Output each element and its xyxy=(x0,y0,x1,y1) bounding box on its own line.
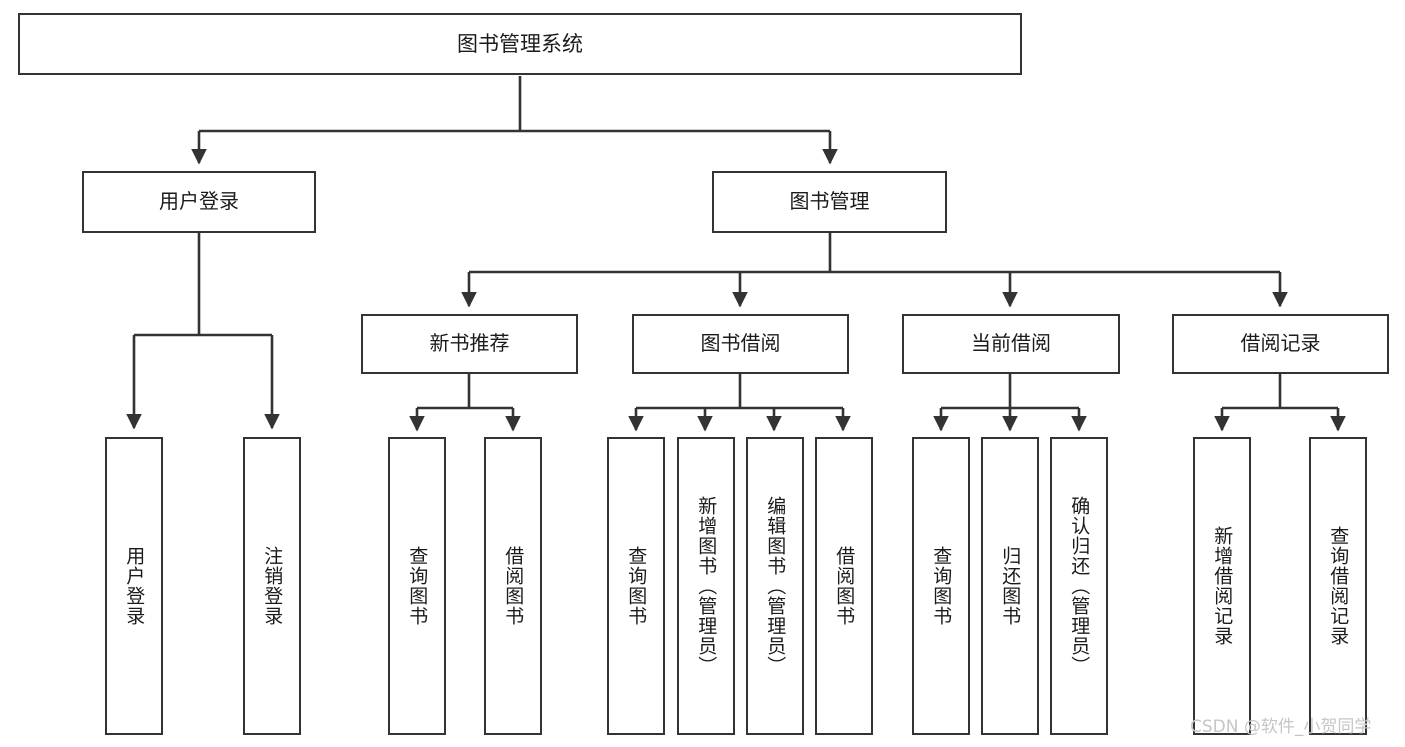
node-leaf-add-record[interactable]: 新增借阅记录 xyxy=(1193,437,1251,735)
node-leaf-query-book-1[interactable]: 查询图书 xyxy=(388,437,446,735)
node-book-borrow-label: 图书借阅 xyxy=(700,331,781,356)
node-leaf-borrow-book-1[interactable]: 借阅图书 xyxy=(484,437,542,735)
node-leaf-borrow-book-2[interactable]: 借阅图书 xyxy=(815,437,873,735)
node-leaf-confirm-return-label: 确认归还（管理员） xyxy=(1068,496,1091,676)
node-leaf-return-book-label: 归还图书 xyxy=(999,546,1022,626)
node-leaf-query-record[interactable]: 查询借阅记录 xyxy=(1309,437,1367,735)
node-user-login[interactable]: 用户登录 xyxy=(82,171,316,233)
node-leaf-borrow-book-1-label: 借阅图书 xyxy=(502,546,525,626)
node-leaf-return-book[interactable]: 归还图书 xyxy=(981,437,1039,735)
node-leaf-query-book-2[interactable]: 查询图书 xyxy=(607,437,665,735)
node-leaf-add-book-label: 新增图书（管理员） xyxy=(695,496,718,676)
node-leaf-edit-book[interactable]: 编辑图书（管理员） xyxy=(746,437,804,735)
node-leaf-add-book[interactable]: 新增图书（管理员） xyxy=(677,437,735,735)
node-borrow-record-label: 借阅记录 xyxy=(1240,331,1321,356)
node-borrow-record[interactable]: 借阅记录 xyxy=(1172,314,1389,374)
node-new-book-recommend-label: 新书推荐 xyxy=(429,331,510,356)
node-leaf-query-book-3[interactable]: 查询图书 xyxy=(912,437,970,735)
node-book-borrow[interactable]: 图书借阅 xyxy=(632,314,849,374)
node-leaf-user-login-label: 用户登录 xyxy=(123,546,146,626)
node-leaf-query-record-label: 查询借阅记录 xyxy=(1327,526,1350,646)
node-leaf-user-login[interactable]: 用户登录 xyxy=(105,437,163,735)
node-leaf-add-record-label: 新增借阅记录 xyxy=(1211,526,1234,646)
node-leaf-edit-book-label: 编辑图书（管理员） xyxy=(764,496,787,676)
node-leaf-logout-login[interactable]: 注销登录 xyxy=(243,437,301,735)
node-leaf-borrow-book-2-label: 借阅图书 xyxy=(833,546,856,626)
node-root-label: 图书管理系统 xyxy=(457,31,583,56)
node-current-borrow-label: 当前借阅 xyxy=(971,331,1051,356)
node-book-manage[interactable]: 图书管理 xyxy=(712,171,947,233)
node-user-login-label: 用户登录 xyxy=(159,189,239,214)
node-current-borrow[interactable]: 当前借阅 xyxy=(902,314,1120,374)
node-leaf-query-book-2-label: 查询图书 xyxy=(625,546,648,626)
node-leaf-query-book-1-label: 查询图书 xyxy=(406,546,429,626)
node-leaf-query-book-3-label: 查询图书 xyxy=(930,546,953,626)
node-new-book-recommend[interactable]: 新书推荐 xyxy=(361,314,578,374)
node-root[interactable]: 图书管理系统 xyxy=(18,13,1022,75)
node-leaf-logout-login-label: 注销登录 xyxy=(261,546,284,626)
node-book-manage-label: 图书管理 xyxy=(789,189,870,214)
node-leaf-confirm-return[interactable]: 确认归还（管理员） xyxy=(1050,437,1108,735)
